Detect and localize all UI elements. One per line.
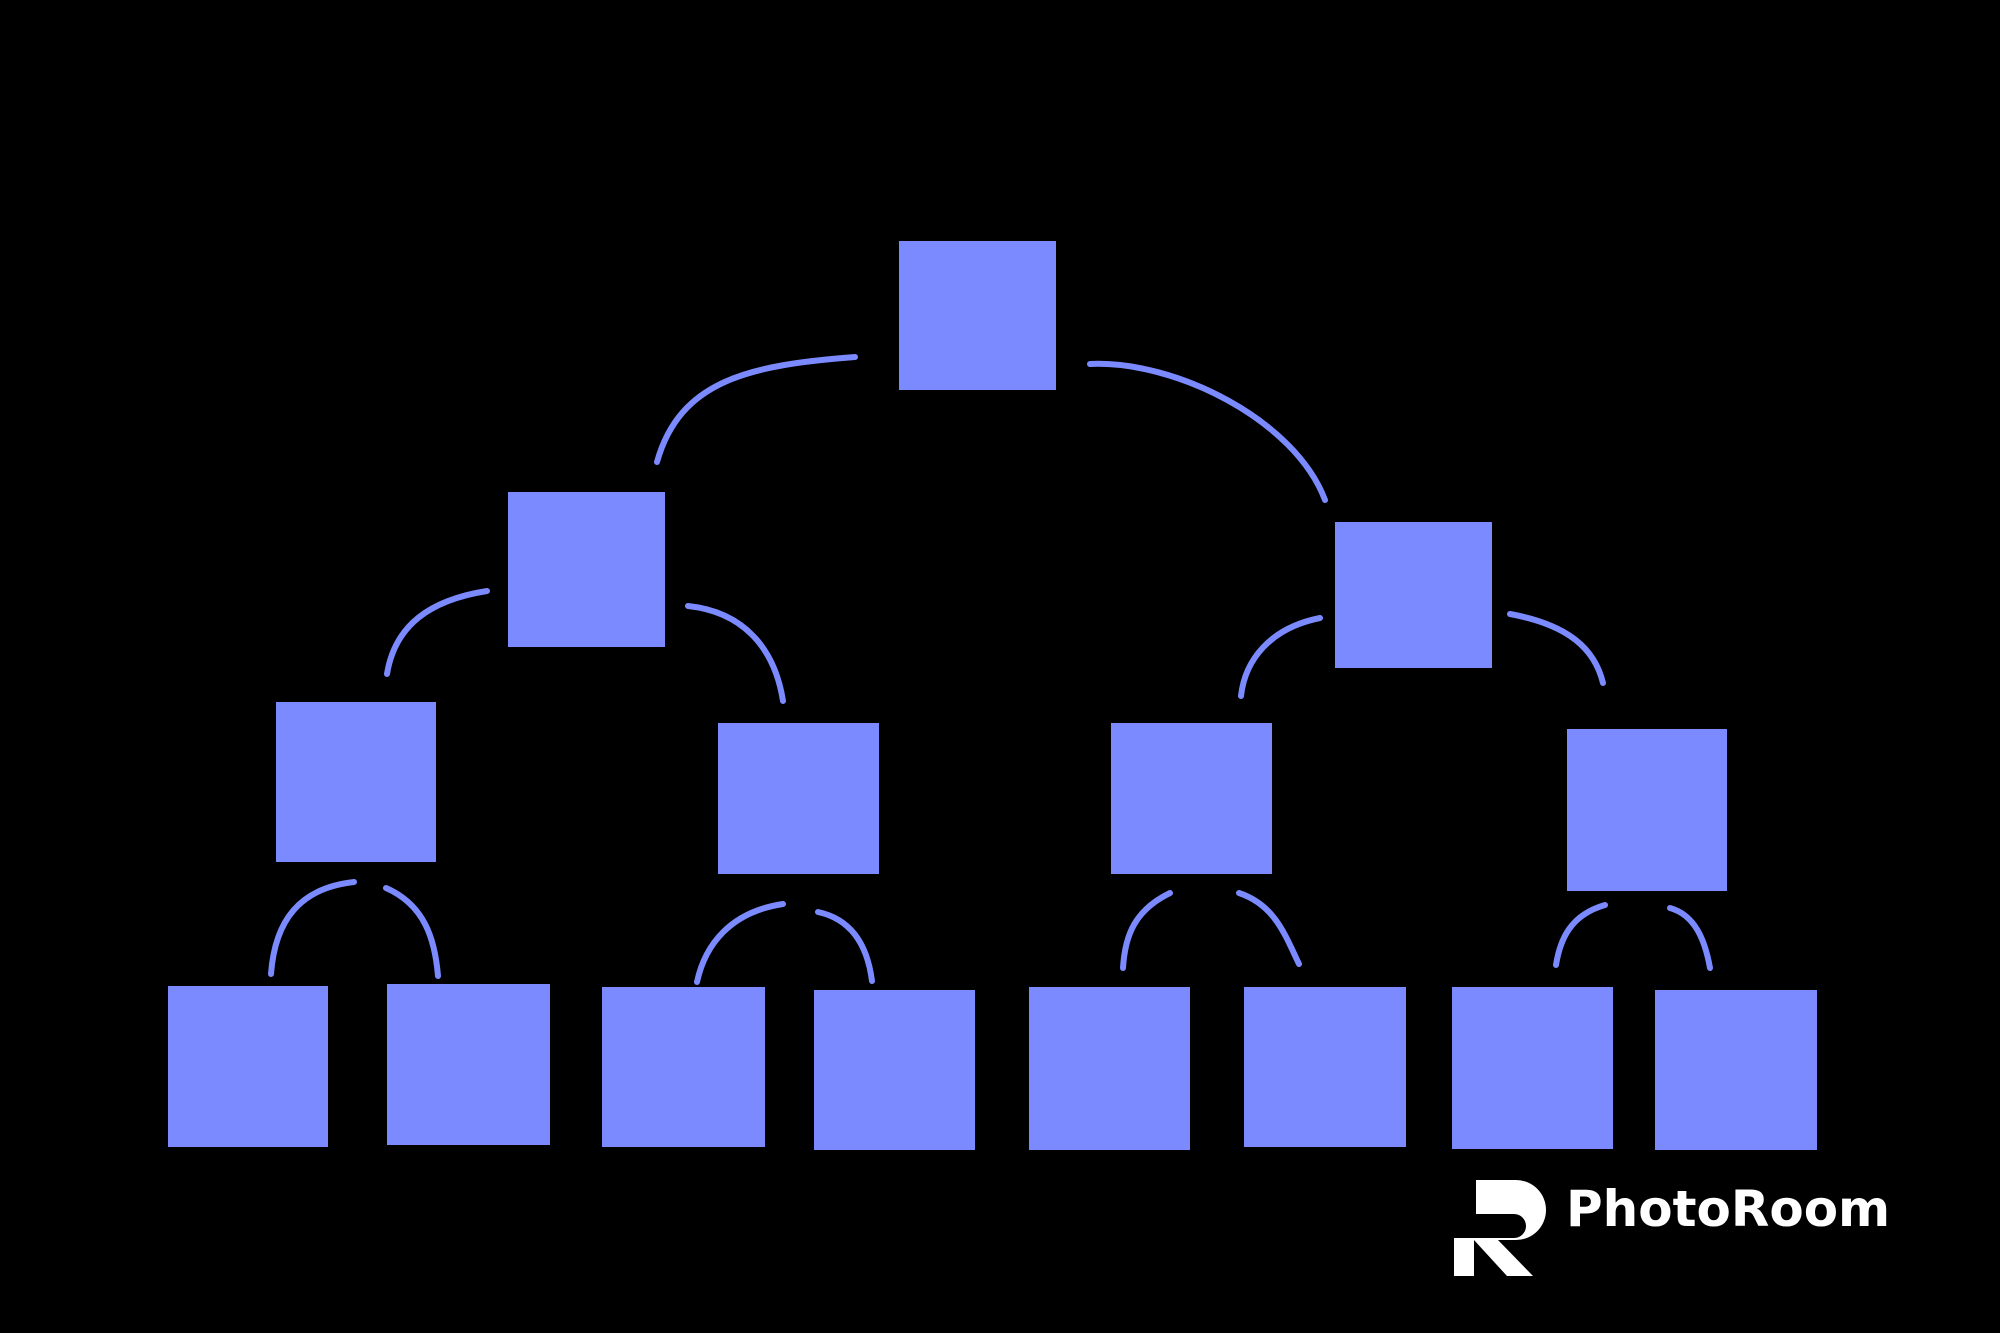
tree-node-n2 [1335,522,1492,668]
tree-node-n7 [168,986,328,1147]
tree-edge-n5-n12 [1236,890,1302,967]
tree-edge-n6-n14 [1667,905,1713,971]
tree-node-n14 [1655,990,1817,1150]
watermark: PhotoRoom [1454,1180,1890,1276]
tree-node-n5 [1111,723,1272,874]
tree-edge-n3-n8 [383,885,441,979]
tree-node-n13 [1452,987,1613,1149]
tree-node-n0 [899,241,1056,390]
tree-edge-n4-n10 [815,909,875,984]
tree-edge-n6-n13 [1553,902,1608,968]
tree-node-n6 [1567,729,1727,891]
tree-edge-n4-n9 [694,901,786,985]
tree-node-n10 [814,990,975,1150]
photoroom-logo-icon [1454,1180,1546,1276]
tree-edge-n0-n2 [1087,360,1328,503]
tree-node-n12 [1244,987,1406,1147]
tree-node-n3 [276,702,436,862]
tree-node-n1 [508,492,665,647]
tree-node-n11 [1029,987,1190,1150]
tree-edge-n2-n5 [1238,615,1323,699]
watermark-text: PhotoRoom [1566,1180,1890,1238]
tree-edge-n2-n6 [1507,611,1606,686]
nodes-layer [168,241,1817,1150]
tree-node-n8 [387,984,550,1145]
tree-edge-n5-n11 [1120,890,1173,971]
tree-node-n4 [718,723,879,874]
tree-node-n9 [602,987,765,1147]
tree-edge-n1-n3 [384,588,490,677]
tree-edge-n1-n4 [685,603,786,704]
tree-edge-n3-n7 [268,879,357,977]
tree-edge-n0-n1 [654,354,858,465]
edges-layer [268,354,1713,985]
